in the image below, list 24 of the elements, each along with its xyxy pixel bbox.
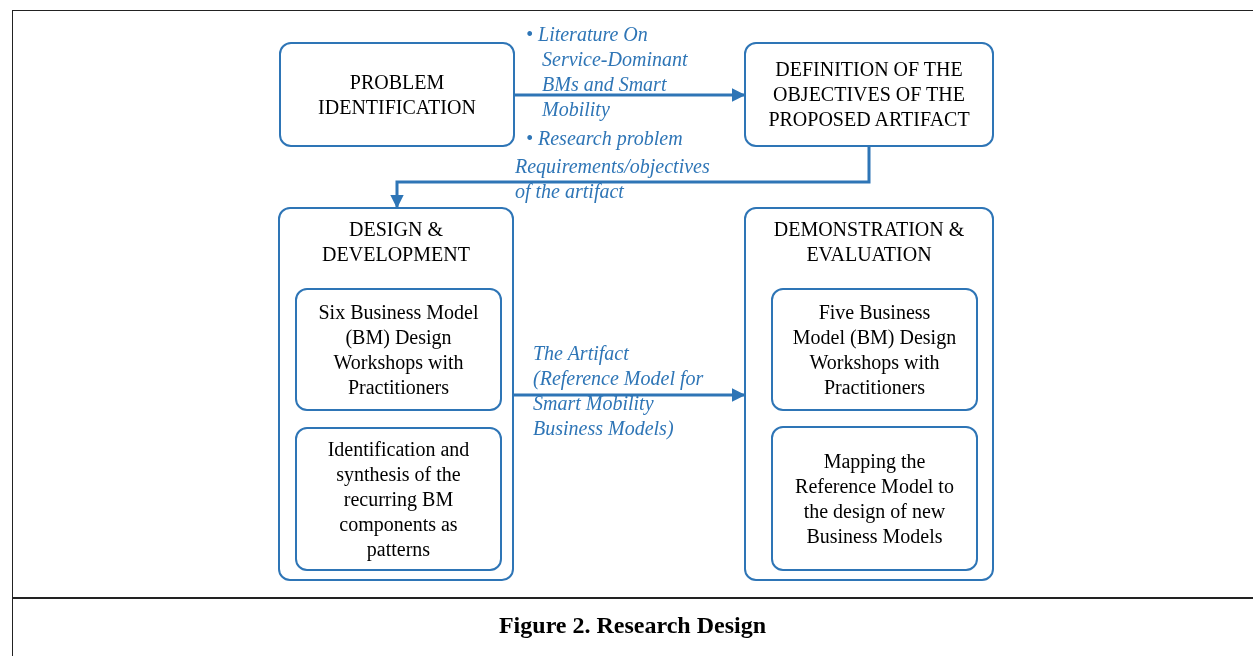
- box-text: Mapping the Reference Model to the design of new Business Models: [794, 448, 955, 549]
- bullet-note: • Research problem: [526, 126, 684, 151]
- arrow: [515, 88, 746, 102]
- box-text: PROBLEM IDENTIFICATION: [317, 69, 477, 120]
- box-text: Five Business Model (BM) Design Workshops with Practitioners: [791, 299, 958, 400]
- process-box: [295, 427, 502, 571]
- stage-panel: [744, 207, 994, 581]
- process-box: [744, 42, 994, 147]
- process-box: [295, 288, 502, 411]
- edge-label: The Artifact (Reference Model for Smart Mobility Business Models): [533, 341, 705, 441]
- edge-label: Requirements/objectives of the artifact: [515, 154, 711, 204]
- arrow: [390, 147, 871, 209]
- bullet-note: • Literature On Service-Dominant BMs and Smart Mobility: [526, 22, 689, 122]
- stage-panel: [278, 207, 514, 581]
- process-box: [771, 426, 978, 571]
- box-text: Six Business Model (BM) Design Workshops with Practitioners: [317, 299, 480, 400]
- process-box: [771, 288, 978, 411]
- arrow: [514, 388, 746, 402]
- box-text: DEFINITION OF THE OBJECTIVES OF THE PROPOSED ARTIFACT: [767, 57, 971, 132]
- stage-heading: DESIGN & DEVELOPMENT: [321, 217, 471, 267]
- stage-heading: DEMONSTRATION & EVALUATION: [772, 217, 966, 267]
- figure-caption: Figure 2. Research Design: [497, 612, 768, 639]
- box-text: Identification and synthesis of the recurring BM components as patterns: [326, 436, 471, 562]
- process-box: [279, 42, 515, 147]
